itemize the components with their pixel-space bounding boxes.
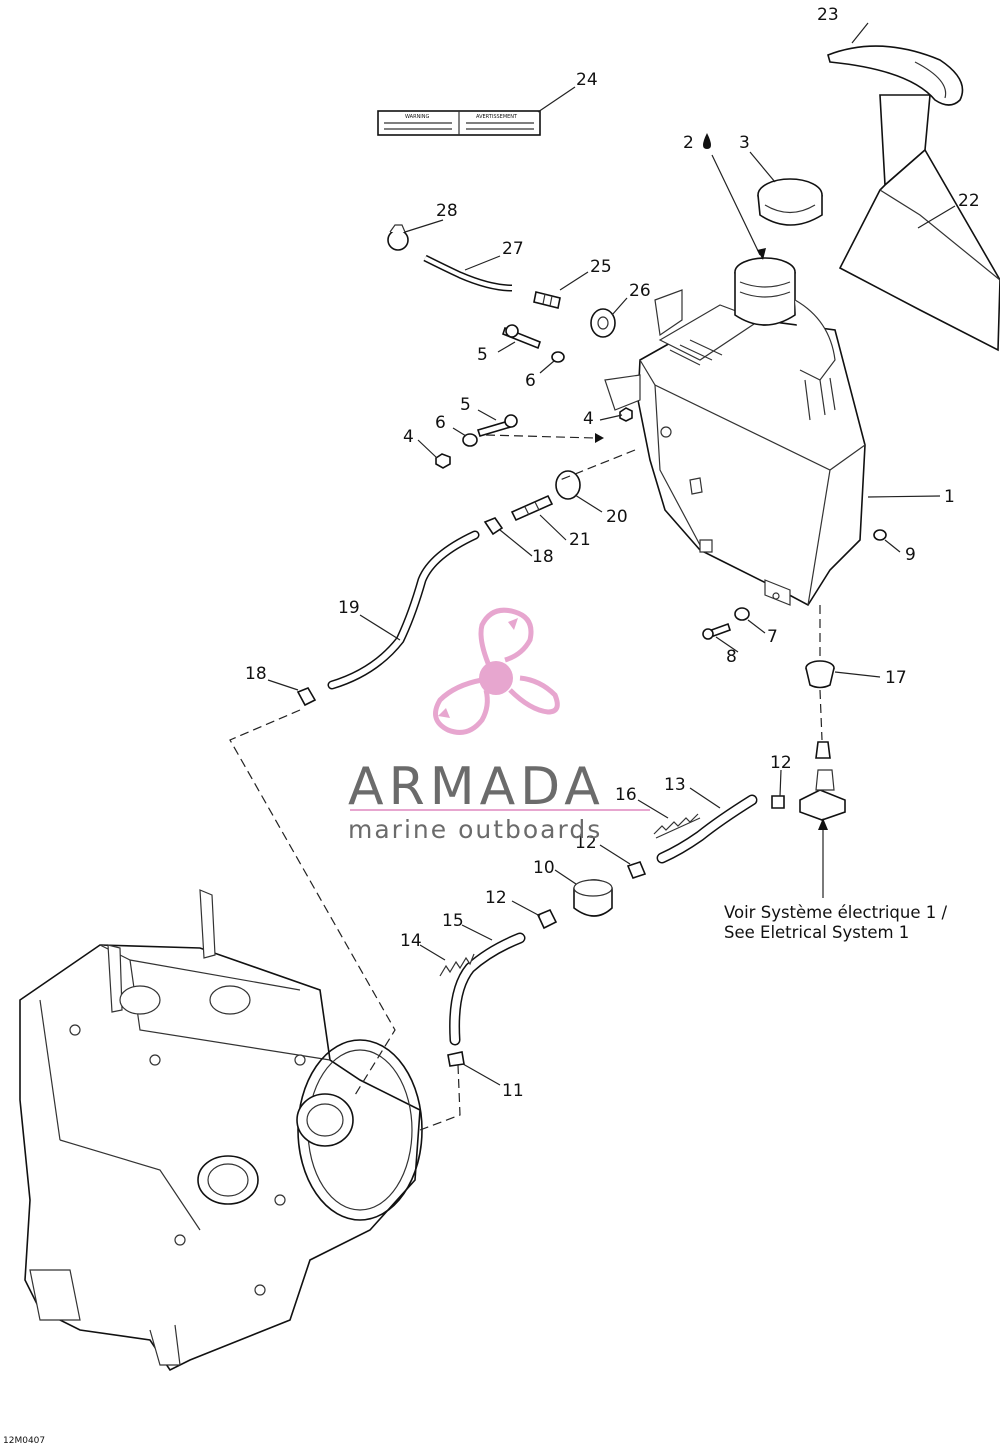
oil-level-sensor-part [771, 741, 846, 821]
callout-17: 17 [885, 668, 907, 688]
hose-clamp-11-part [447, 1051, 465, 1067]
callout-6: 6 [435, 413, 446, 433]
armada-watermark: ARMADA marine outboards [348, 607, 650, 844]
callout-25: 25 [590, 257, 612, 277]
mounting-arrow [485, 433, 604, 443]
callout-18: 18 [245, 664, 267, 684]
grommet-part [590, 308, 616, 338]
callout-14: 14 [400, 931, 422, 951]
callout-9: 9 [905, 545, 916, 565]
spring-14-part [439, 953, 475, 977]
callout-22: 22 [958, 191, 980, 211]
lower-nut-part [435, 453, 451, 469]
callout-8: 8 [726, 647, 737, 667]
callout-26: 26 [629, 281, 651, 301]
callout-19: 19 [338, 598, 360, 618]
callout-16: 16 [615, 785, 637, 805]
lower-bolt-part [476, 414, 518, 437]
lower-hose-clamp-12-part [536, 908, 558, 930]
callout-12: 12 [485, 888, 507, 908]
lower-washer-part [462, 433, 478, 447]
callout-6: 6 [525, 371, 536, 391]
lower-pump-hose-part [449, 932, 526, 1046]
callout-12: 12 [575, 833, 597, 853]
electrical-system-reference: Voir Système électrique 1 / See Eletrica… [724, 903, 948, 942]
callout-23: 23 [817, 5, 839, 25]
decal-right-heading: AVERTISSEMENT [476, 114, 518, 120]
upper-hose-clamp-part [483, 517, 504, 536]
warning-decal-part: WARNING AVERTISSEMENT [377, 110, 541, 136]
watermark-subtitle: marine outboards [348, 815, 602, 844]
callout-21: 21 [569, 530, 591, 550]
upper-washer-part [551, 351, 565, 363]
oil-hose-part [327, 530, 480, 690]
callout-11: 11 [502, 1081, 524, 1101]
callout-2: 2 [683, 133, 694, 153]
spring-16-part [653, 813, 701, 839]
callout-4: 4 [583, 409, 594, 429]
tank-guard-part [838, 94, 1000, 352]
pump-hose-part [656, 794, 758, 864]
reference-line-2: See Eletrical System 1 [724, 923, 909, 942]
lower-washer-7-part [734, 607, 750, 621]
decal-left-heading: WARNING [405, 114, 430, 120]
callout-18: 18 [532, 547, 554, 567]
pump-grommet-part [805, 660, 835, 689]
callout-13: 13 [664, 775, 686, 795]
callout-10: 10 [533, 858, 555, 878]
callout-1: 1 [944, 487, 955, 507]
oil-drop-icon [703, 133, 711, 149]
oil-filter-part [573, 879, 613, 917]
assembly-dashed-lines [229, 449, 823, 1131]
engine-part [19, 889, 423, 1372]
upper-nut-part [619, 407, 633, 422]
callout-28: 28 [436, 201, 458, 221]
callout-5: 5 [460, 395, 471, 415]
filler-cap-part [757, 178, 823, 226]
callout-24: 24 [576, 70, 598, 90]
callout-5: 5 [477, 345, 488, 365]
drawing-code: 12M0407 [3, 1436, 45, 1446]
watermark-title: ARMADA [348, 757, 605, 817]
callout-4: 4 [403, 427, 414, 447]
callout-15: 15 [442, 911, 464, 931]
lower-hose-clamp-part [296, 687, 317, 707]
leader-lines [267, 22, 956, 1086]
outlet-fitting-part [510, 494, 554, 522]
vent-fitting-part [533, 291, 561, 309]
strap-part [827, 45, 964, 106]
callout-3: 3 [739, 133, 750, 153]
callout-20: 20 [606, 507, 628, 527]
callout-labels: 1 2 3 4 4 5 5 6 6 7 8 9 10 11 12 12 12 1… [245, 5, 980, 1101]
outlet-grommet-part [555, 470, 581, 500]
lower-bolt-8-part [702, 622, 732, 640]
propeller-logo-icon [433, 607, 560, 735]
callout-7: 7 [767, 627, 778, 647]
callout-27: 27 [502, 239, 524, 259]
callout-12: 12 [770, 753, 792, 773]
side-grommet-part [873, 529, 887, 541]
oil-tank-part [604, 257, 866, 607]
middle-hose-clamp-part [626, 861, 647, 879]
reference-line-1: Voir Système électrique 1 / [724, 903, 948, 922]
upper-bolt-part [502, 324, 541, 350]
vent-tube-part [387, 224, 513, 292]
